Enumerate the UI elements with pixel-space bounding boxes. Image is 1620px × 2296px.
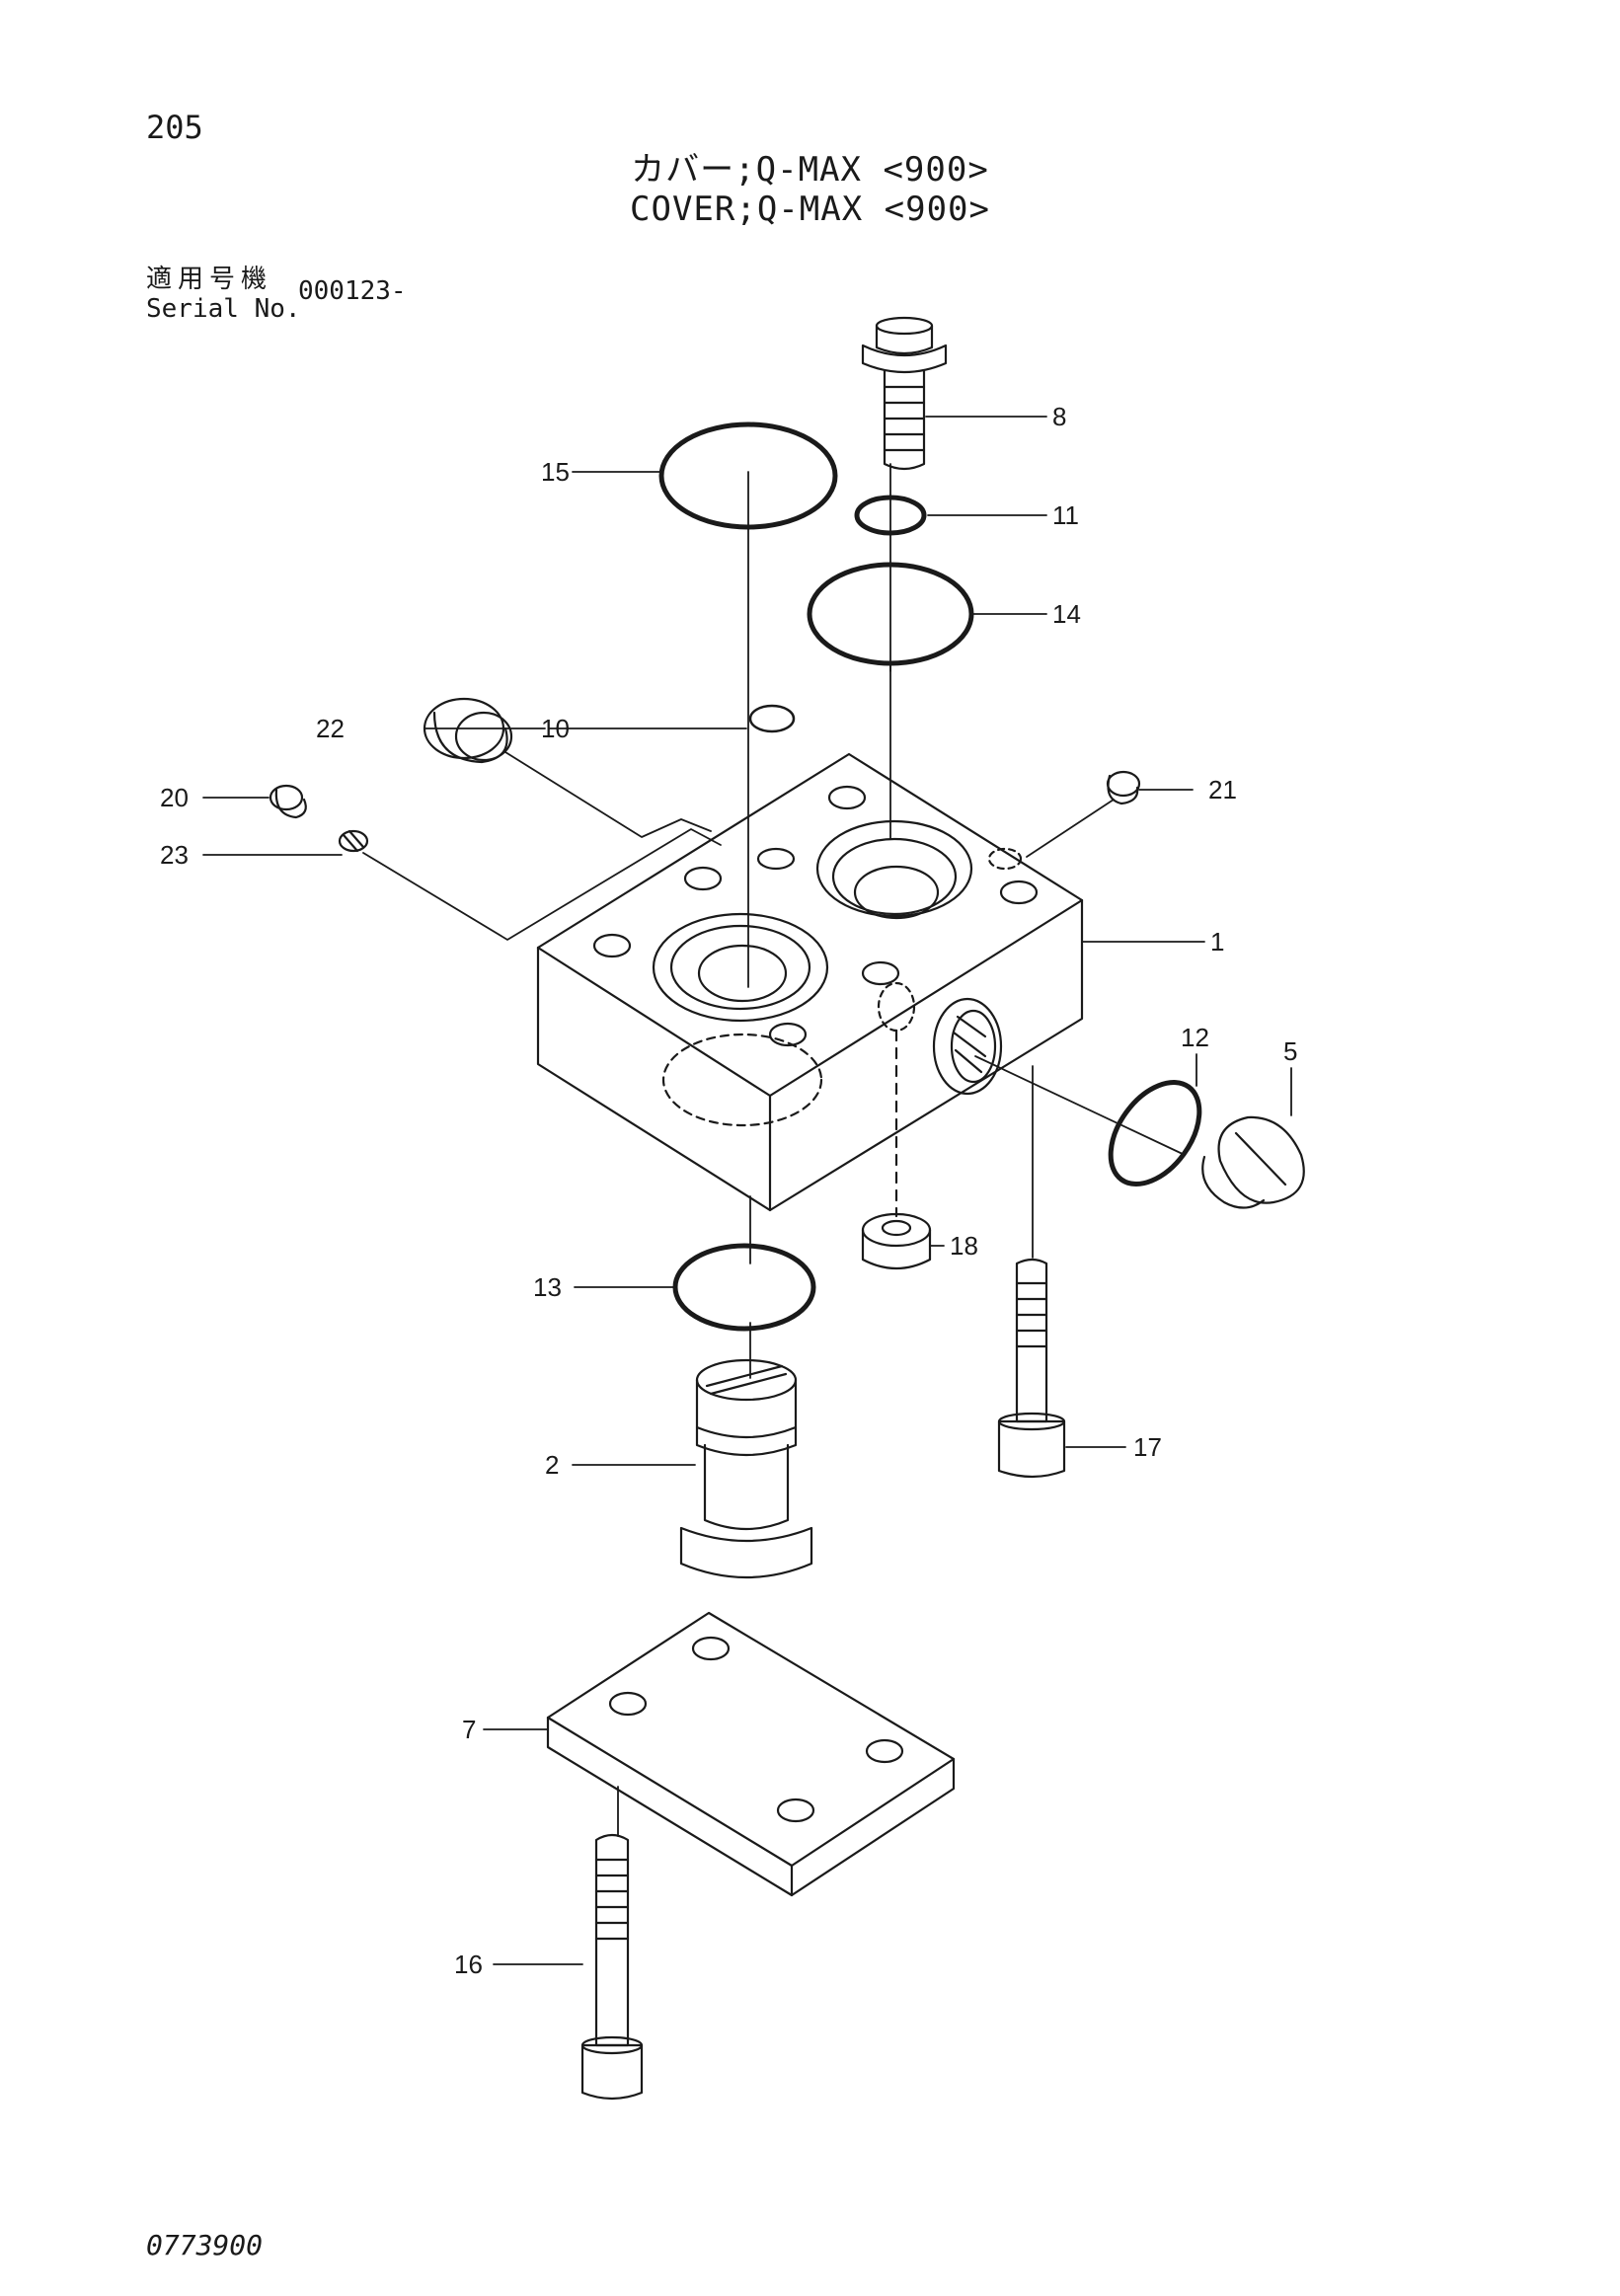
callout-20: 20 <box>160 783 189 812</box>
part-2-sleeve <box>679 1358 813 1579</box>
title-english: COVER;Q-MAX <900> <box>630 190 990 229</box>
callout-1: 1 <box>1210 927 1224 957</box>
part-17-bolt <box>997 1258 1066 1479</box>
callout-18: 18 <box>950 1231 978 1261</box>
callout-13: 13 <box>533 1272 562 1302</box>
part-20-plug <box>269 784 307 819</box>
serial-label-japanese: 適用号機 <box>146 265 273 294</box>
callout-7: 7 <box>462 1715 476 1744</box>
assembly-lines <box>362 463 1186 1837</box>
part-21-plug <box>1106 770 1141 805</box>
callout-15: 15 <box>541 457 570 487</box>
part-8-bolt <box>861 316 948 471</box>
callout-11: 11 <box>1052 500 1079 530</box>
part-5-plug <box>1201 1115 1305 1209</box>
part-7-plate <box>546 1611 956 1897</box>
callout-21: 21 <box>1208 775 1237 804</box>
part-18-nut <box>861 1212 932 1269</box>
part-23-set-screw <box>338 829 369 853</box>
leader-lines <box>202 416 1292 1965</box>
part-1-cover-body <box>536 752 1084 1218</box>
part-13-o-ring <box>672 1243 816 1332</box>
part-22-plug <box>423 697 513 764</box>
serial-number-value: 000123- <box>298 276 407 306</box>
part-16-bolt <box>580 1833 644 2101</box>
page-number: 205 <box>146 109 203 146</box>
callout-10: 10 <box>541 714 570 743</box>
callout-2: 2 <box>545 1450 559 1480</box>
callout-8: 8 <box>1052 402 1066 431</box>
callout-17: 17 <box>1133 1432 1162 1462</box>
part-12-o-ring <box>1108 1080 1202 1186</box>
title-japanese: カバー;Q-MAX <900> <box>631 150 989 190</box>
callout-12: 12 <box>1181 1023 1209 1052</box>
part-10-o-ring <box>748 704 796 733</box>
serial-label-english: Serial No. <box>146 294 301 324</box>
callout-22: 22 <box>316 714 345 743</box>
callout-23: 23 <box>160 840 189 870</box>
drawing-number: 0773900 <box>146 2229 264 2261</box>
callout-5: 5 <box>1283 1036 1297 1066</box>
callout-16: 16 <box>454 1950 483 1979</box>
callout-14: 14 <box>1052 599 1081 629</box>
